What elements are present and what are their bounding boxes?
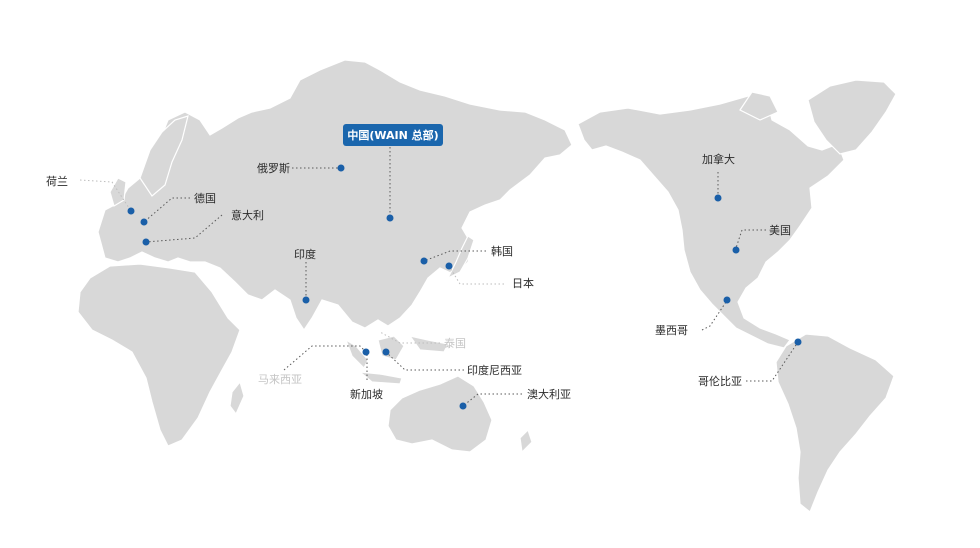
label-italy: 意大利 bbox=[231, 208, 264, 222]
label-india: 印度 bbox=[294, 247, 316, 261]
landmass-british-isles bbox=[109, 177, 127, 207]
label-russia: 俄罗斯 bbox=[257, 162, 290, 175]
label-colombia: 哥伦比亚 bbox=[698, 374, 742, 388]
marker-usa[interactable] bbox=[732, 246, 740, 254]
hq-callout-label: 中国(WAIN 总部) bbox=[347, 128, 438, 142]
marker-colombia[interactable] bbox=[794, 338, 802, 346]
leader-japan bbox=[448, 265, 504, 285]
landmass-indonesia-east bbox=[408, 335, 449, 353]
leader-usa bbox=[735, 229, 766, 249]
marker-russia[interactable] bbox=[337, 164, 345, 172]
label-usa: 美国 bbox=[769, 224, 791, 237]
leader-indonesia bbox=[385, 351, 464, 371]
landmass-scandinavia bbox=[139, 115, 189, 197]
leader-colombia bbox=[746, 341, 799, 382]
label-germany: 德国 bbox=[194, 191, 216, 205]
label-malaysia: 马来西亚 bbox=[258, 373, 302, 386]
landmass-arctic-islands bbox=[739, 91, 779, 121]
leader-korea bbox=[423, 250, 486, 262]
label-canada: 加拿大 bbox=[702, 152, 735, 166]
landmass-new-zealand bbox=[519, 428, 533, 454]
marker-malaysia[interactable] bbox=[362, 348, 370, 356]
landmass-australia bbox=[387, 375, 493, 453]
marker-italy[interactable] bbox=[142, 238, 150, 246]
landmass-indonesia-java bbox=[358, 371, 403, 385]
marker-indonesia[interactable] bbox=[382, 348, 390, 356]
label-korea: 韩国 bbox=[491, 244, 513, 258]
landmass-japan bbox=[446, 235, 475, 280]
leader-thailand bbox=[379, 331, 440, 344]
label-indonesia: 印度尼西亚 bbox=[467, 363, 522, 377]
label-netherlands: 荷兰 bbox=[46, 175, 68, 188]
leader-netherlands bbox=[79, 179, 132, 212]
landmass-greenland bbox=[807, 79, 897, 155]
landmass-indonesia-west bbox=[344, 338, 369, 370]
landmass-indonesia-borneo bbox=[377, 335, 405, 361]
landmass-madagascar bbox=[229, 380, 245, 416]
label-mexico: 墨西哥 bbox=[655, 324, 688, 337]
marker-canada[interactable] bbox=[714, 194, 722, 202]
marker-china-hq[interactable] bbox=[386, 214, 394, 222]
landmass-south-america bbox=[775, 333, 895, 513]
label-japan: 日本 bbox=[512, 276, 534, 290]
leader-malaysia bbox=[283, 345, 367, 371]
landmass-north-america bbox=[577, 95, 845, 349]
marker-netherlands[interactable] bbox=[127, 207, 135, 215]
label-australia: 澳大利亚 bbox=[527, 387, 571, 401]
leader-mexico bbox=[701, 301, 727, 331]
marker-korea[interactable] bbox=[420, 257, 428, 265]
marker-india[interactable] bbox=[302, 296, 310, 304]
landmass-eurasia bbox=[97, 59, 573, 332]
marker-mexico[interactable] bbox=[723, 296, 731, 304]
leader-australia bbox=[462, 393, 522, 407]
landmass-africa bbox=[77, 263, 241, 447]
marker-japan[interactable] bbox=[445, 262, 453, 270]
label-thailand: 泰国 bbox=[444, 336, 466, 350]
marker-australia[interactable] bbox=[459, 402, 467, 410]
hq-callout-box[interactable] bbox=[343, 124, 443, 146]
marker-germany[interactable] bbox=[140, 218, 148, 226]
leader-italy bbox=[145, 214, 223, 243]
label-singapore: 新加坡 bbox=[350, 387, 383, 401]
